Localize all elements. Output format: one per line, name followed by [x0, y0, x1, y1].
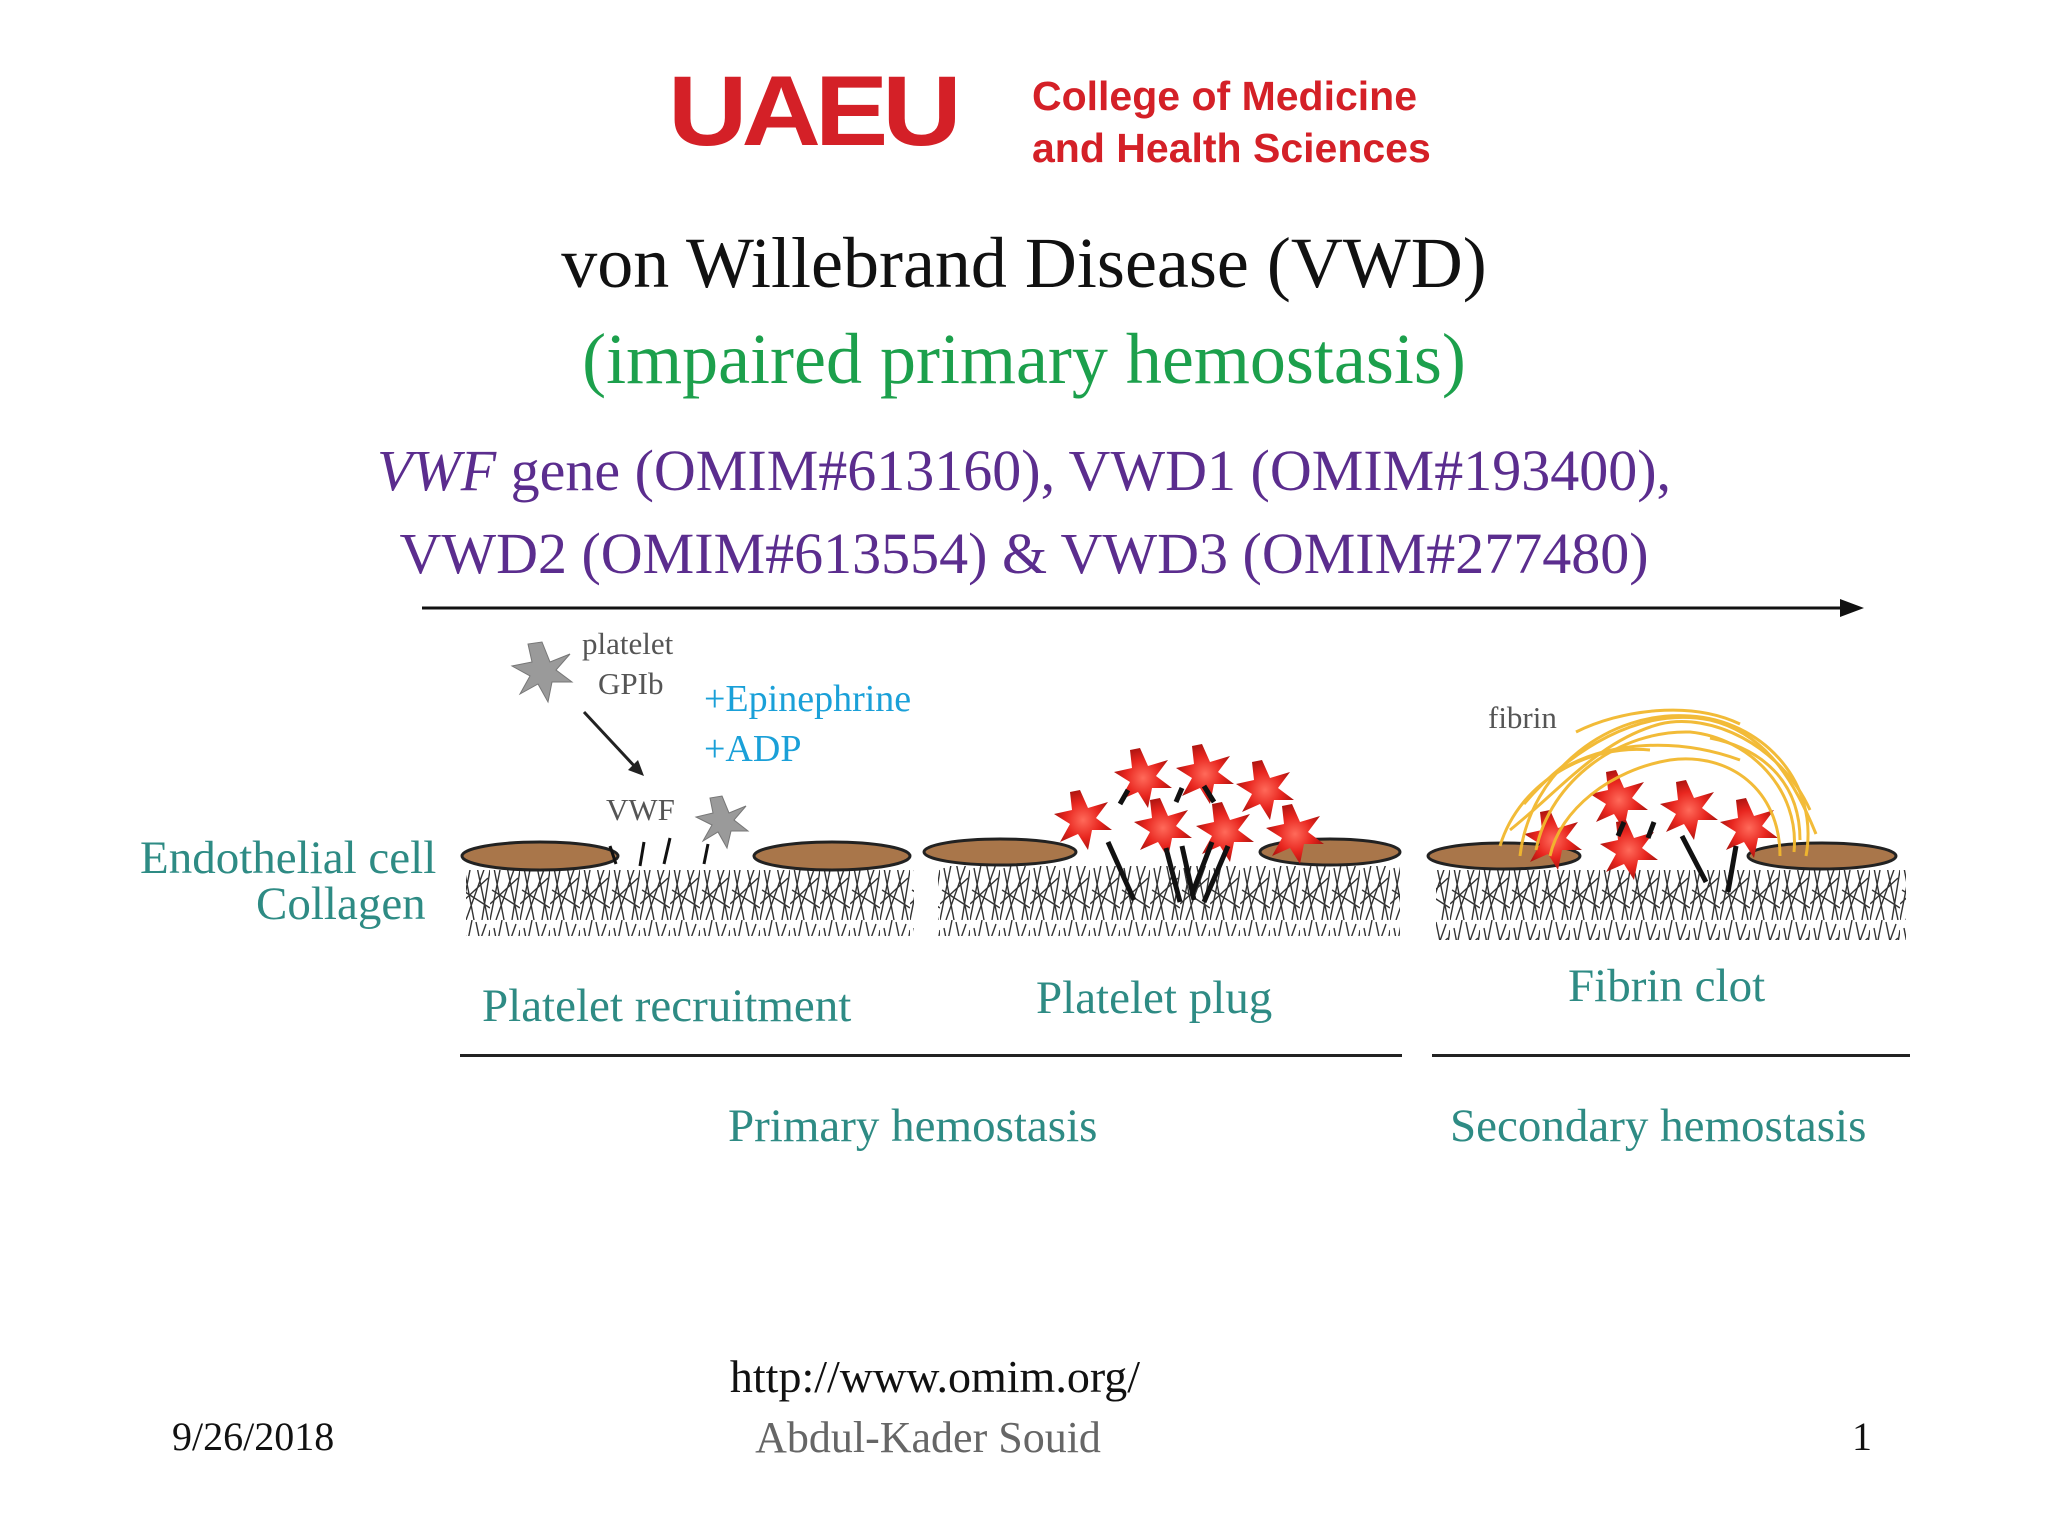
panel-platelet-recruitment — [460, 641, 914, 936]
secondary-hemostasis-rule — [1432, 1054, 1910, 1057]
gene-references-line-2: VWD2 (OMIM#613554) & VWD3 (OMIM#277480) — [399, 521, 1649, 586]
timeline-arrow — [422, 599, 1864, 617]
platelet-icon — [510, 641, 574, 704]
panel-fibrin-clot — [1426, 708, 1906, 940]
gene-references-text: gene (OMIM#613160), VWD1 (OMIM#193400), — [496, 438, 1672, 503]
additive-epinephrine: +Epinephrine — [704, 678, 912, 720]
hemostasis-illustration — [460, 641, 1906, 940]
fibrin-label: fibrin — [1488, 700, 1557, 735]
uaeu-logo: UAEU — [668, 55, 962, 167]
phase-primary-hemostasis: Primary hemostasis — [728, 1100, 1098, 1152]
stage-platelet-recruitment: Platelet recruitment — [482, 980, 852, 1032]
stage-platelet-plug: Platelet plug — [1036, 972, 1273, 1024]
collagen-label: Collagen — [256, 878, 426, 930]
phase-secondary-hemostasis: Secondary hemostasis — [1450, 1100, 1867, 1152]
platelet-icon — [694, 795, 750, 850]
slide-subtitle: (impaired primary hemostasis) — [582, 319, 1466, 399]
college-name-line-1: College of Medicine — [1032, 73, 1417, 119]
stage-fibrin-clot: Fibrin clot — [1568, 960, 1766, 1012]
gene-name: VWF — [376, 438, 497, 503]
endothelial-cell-label: Endothelial cell — [140, 832, 437, 884]
primary-hemostasis-rule — [460, 1054, 1402, 1057]
slide-date: 9/26/2018 — [172, 1414, 335, 1459]
college-name-line-2: and Health Sciences — [1032, 125, 1431, 171]
slide-author: Abdul-Kader Souid — [755, 1413, 1101, 1462]
gpib-label: GPIb — [598, 666, 664, 701]
slide-number: 1 — [1852, 1414, 1872, 1459]
platelet-label: platelet — [582, 626, 674, 661]
vwf-label: VWF — [606, 792, 675, 827]
panel-platelet-plug — [922, 744, 1402, 936]
slide-title: von Willebrand Disease (VWD) — [561, 223, 1487, 303]
college-name: College of Medicine and Health Sciences — [1032, 70, 1431, 174]
reference-url: http://www.omim.org/ — [729, 1351, 1141, 1402]
gene-references-line-1: VWF gene (OMIM#613160), VWD1 (OMIM#19340… — [0, 431, 2048, 511]
additive-adp: +ADP — [704, 728, 802, 770]
